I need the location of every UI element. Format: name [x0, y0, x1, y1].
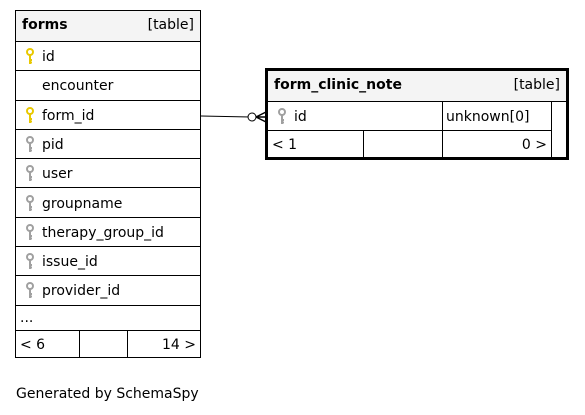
column-name: encounter: [42, 78, 114, 95]
column-row[interactable]: issue_id: [16, 247, 200, 277]
table-footer: < 6 14 >: [16, 331, 200, 357]
footer-right-count[interactable]: 14 >: [162, 337, 196, 353]
table-name: form_clinic_note: [274, 77, 402, 93]
table-kind: [table]: [513, 77, 560, 93]
table-kind: [table]: [147, 17, 194, 33]
footer-right-count[interactable]: 0 >: [521, 137, 547, 153]
footer-left-count[interactable]: < 1: [272, 137, 298, 153]
ellipsis-row: ...: [16, 306, 200, 331]
column-row[interactable]: user: [16, 159, 200, 189]
column-name: id: [294, 109, 307, 125]
table-header[interactable]: form_clinic_note [table]: [268, 71, 566, 102]
index-key-icon: [26, 135, 34, 152]
table-footer: < 1 0 >: [268, 131, 552, 160]
relationship-zero-marker: [247, 112, 257, 122]
footer-divider: [79, 331, 80, 357]
relationship-line: [200, 115, 251, 118]
generated-by-label: Generated by SchemaSpy: [16, 386, 199, 402]
column-row[interactable]: groupname: [16, 189, 200, 218]
column-row[interactable]: encounter: [16, 71, 200, 101]
column-row[interactable]: provider_id: [16, 276, 200, 306]
ellipsis: ...: [20, 310, 34, 326]
column-type: unknown[0]: [446, 109, 530, 125]
column-row[interactable]: id unknown[0]: [268, 102, 552, 131]
index-key-icon: [26, 282, 34, 299]
column-row[interactable]: pid: [16, 130, 200, 160]
index-key-icon: [278, 108, 286, 124]
table-name: forms: [22, 17, 68, 33]
index-key-icon: [26, 165, 34, 182]
index-key-icon: [26, 194, 34, 211]
index-key-icon: [26, 253, 34, 270]
footer-divider: [363, 131, 364, 160]
table-header[interactable]: forms [table]: [16, 11, 200, 42]
relationship-many-marker: [255, 111, 267, 123]
column-divider: [442, 102, 443, 160]
table-form-clinic-note[interactable]: form_clinic_note [table] id unknown[0] <…: [265, 68, 569, 160]
column-name: issue_id: [42, 254, 98, 271]
footer-left-count[interactable]: < 6: [20, 337, 46, 353]
footer-divider: [127, 331, 128, 357]
column-name: provider_id: [42, 283, 121, 300]
column-name: id: [42, 49, 55, 65]
primary-key-icon: [26, 48, 34, 64]
column-name: therapy_group_id: [42, 224, 164, 241]
column-name: user: [42, 166, 73, 183]
column-name: form_id: [42, 107, 95, 124]
column-name: groupname: [42, 195, 123, 212]
index-key-icon: [26, 223, 34, 240]
primary-key-icon: [26, 106, 34, 123]
column-row[interactable]: id: [16, 42, 200, 72]
column-row[interactable]: form_id: [16, 101, 200, 130]
column-name: pid: [42, 136, 64, 153]
column-row[interactable]: therapy_group_id: [16, 218, 200, 248]
